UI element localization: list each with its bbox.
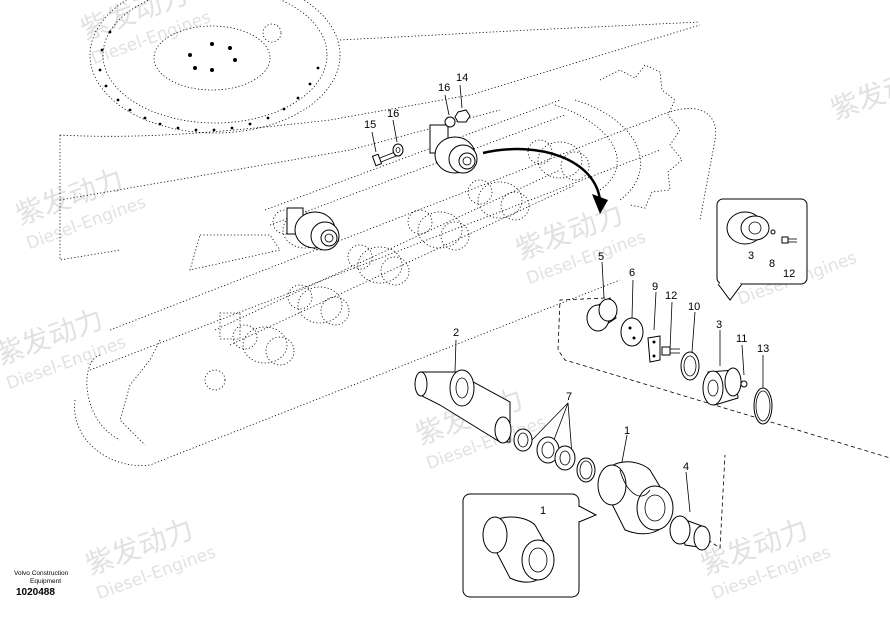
collar-3 <box>702 367 742 406</box>
callout-15: 15 <box>364 119 376 131</box>
watermark-brand: 紫发动力 <box>826 57 890 126</box>
maker-line-2: Equipment <box>30 578 61 585</box>
lock-plate-9 <box>647 335 661 363</box>
callout-12: 12 <box>665 290 677 302</box>
callout-8: 8 <box>769 258 775 270</box>
diagram-number: 1020488 <box>16 587 55 598</box>
thrust-plate-6 <box>620 317 644 347</box>
callout-12-inset: 12 <box>783 268 795 280</box>
watermark-9: 紫发动力 Diesel-Engines <box>696 512 834 604</box>
inset-detail-bottom <box>462 493 598 598</box>
watermark-6: 紫发动力 Diesel-Engines <box>0 302 129 394</box>
shaft-2 <box>414 369 512 444</box>
seal-7c <box>554 445 576 471</box>
callout-3: 3 <box>716 319 722 331</box>
slewing-ring <box>89 0 341 134</box>
watermark-2: 紫发动力 <box>826 57 890 126</box>
callout-1-inset: 1 <box>540 505 546 517</box>
callout-1: 1 <box>624 425 630 437</box>
watermark-1: 紫发动力 Diesel-Engines <box>76 0 214 69</box>
callout-5: 5 <box>598 251 604 263</box>
carrier-roller-top <box>429 124 478 174</box>
o-ring-7d <box>576 457 596 483</box>
callout-6: 6 <box>629 267 635 279</box>
callout-4: 4 <box>683 461 689 473</box>
callout-16b: 16 <box>438 82 450 94</box>
callout-3-inset: 3 <box>748 250 754 262</box>
callout-16: 16 <box>387 108 399 120</box>
callout-labels: 2 7 1 4 1 5 6 9 12 10 3 11 13 3 8 12 15 … <box>364 72 795 517</box>
callout-7: 7 <box>566 391 572 403</box>
callout-9: 9 <box>652 281 658 293</box>
maker-line-1: Volvo Construction <box>14 570 69 577</box>
detail-arrow <box>482 147 608 214</box>
washer-nut-16 <box>444 116 456 128</box>
callout-2: 2 <box>453 327 459 339</box>
watermark-8: 紫发动力 Diesel-Engines <box>81 512 219 604</box>
carrier-roller-left <box>286 207 340 251</box>
callout-13: 13 <box>757 343 769 355</box>
undercarriage-frame <box>59 21 717 466</box>
roller-1 <box>597 461 674 535</box>
track-rollers <box>204 139 590 391</box>
nut-14 <box>454 109 471 123</box>
callout-14: 14 <box>456 72 468 84</box>
exploded-view-boundary <box>557 297 890 549</box>
o-ring-10 <box>680 351 700 381</box>
washer-16 <box>392 143 404 157</box>
bushing-4 <box>669 515 711 551</box>
bushing-5 <box>586 297 618 332</box>
plug-11 <box>740 380 748 388</box>
maker-stamp: Volvo Construction Equipment 1020488 <box>14 570 69 598</box>
o-ring-7a <box>513 428 533 452</box>
snap-ring-13 <box>753 387 773 425</box>
callout-10: 10 <box>688 301 700 313</box>
bolt-15 <box>371 151 397 167</box>
bolt-12 <box>661 346 680 356</box>
watermark-3: 紫发动力 Diesel-Engines <box>11 162 149 254</box>
inset-detail-top <box>716 198 808 301</box>
callout-11: 11 <box>736 333 747 345</box>
